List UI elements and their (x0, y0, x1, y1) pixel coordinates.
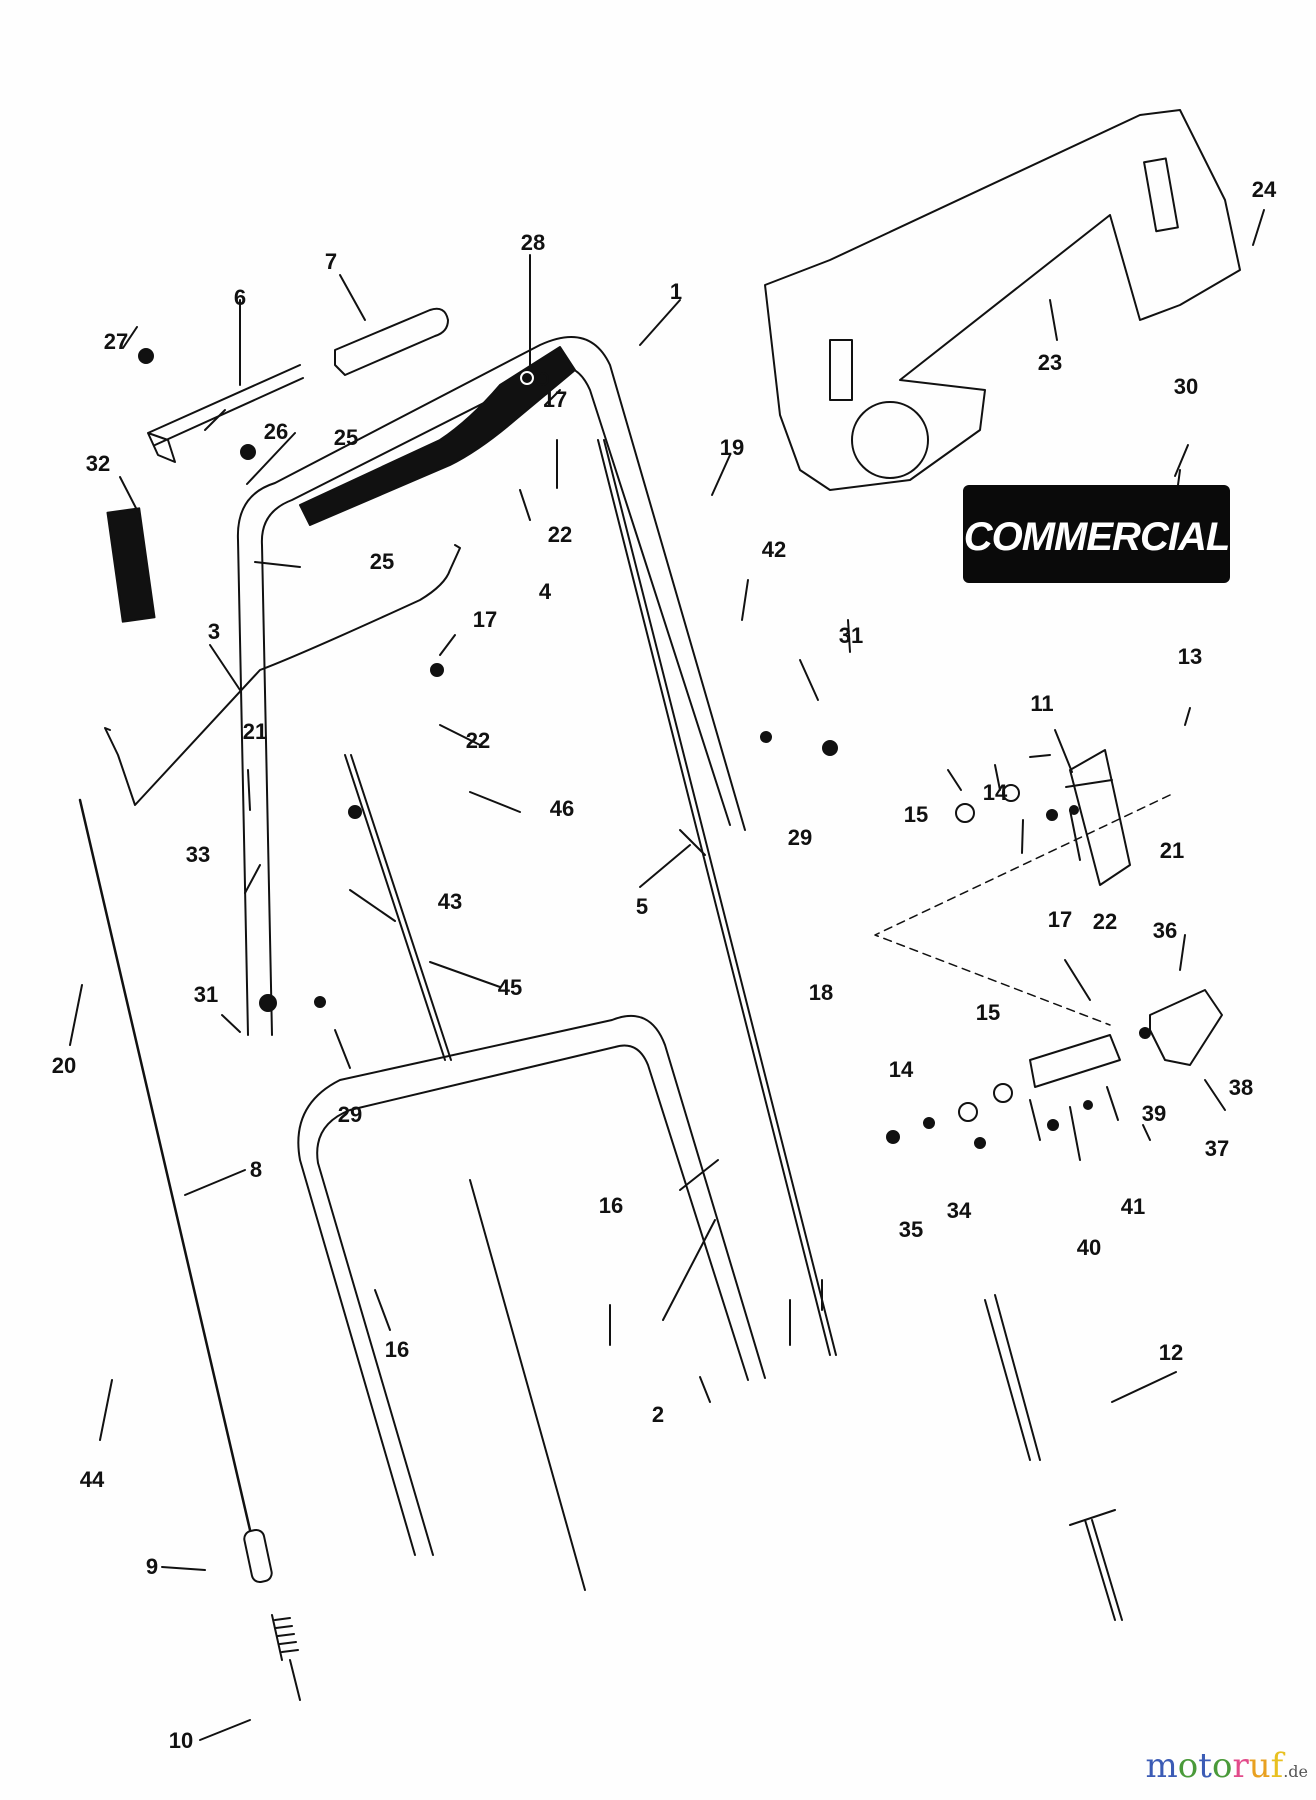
callout-label-43: 43 (437, 889, 463, 914)
rod-5b (603, 439, 837, 1356)
handle-grip (299, 346, 576, 526)
callout-label-27: 27 (103, 329, 129, 354)
callout-label-14: 14 (982, 780, 1008, 805)
decal-text: COMMERCIAL (963, 515, 1231, 559)
callout-label-22: 22 (465, 728, 491, 753)
callout-label-26: 26 (263, 419, 289, 444)
knob-37 (1149, 989, 1223, 1066)
cable-8 (78, 798, 252, 1532)
callout-label-28: 28 (520, 230, 546, 255)
callout-label-41: 41 (1120, 1194, 1146, 1219)
grip-pad-7 (334, 307, 449, 376)
small-hardware (138, 348, 1151, 1149)
lower-handle (297, 1015, 766, 1556)
callout-label-19: 19 (719, 435, 745, 460)
callout-label-20: 20 (51, 1053, 77, 1078)
callout-label-31: 31 (193, 982, 219, 1007)
callout-label-10: 10 (168, 1728, 194, 1753)
callout-label-40: 40 (1076, 1235, 1102, 1260)
callout-label-3: 3 (207, 619, 221, 644)
callout-label-33: 33 (185, 842, 211, 867)
callout-label-25: 25 (369, 549, 395, 574)
washers (955, 784, 1020, 1122)
rod-45 (344, 754, 446, 1061)
callout-label-44: 44 (79, 1467, 105, 1492)
cable-sleeve-9 (243, 1528, 273, 1584)
callout-label-34: 34 (946, 1198, 972, 1223)
callout-label-24: 24 (1251, 177, 1277, 202)
callout-label-39: 39 (1141, 1101, 1167, 1126)
callout-label-17: 17 (1047, 907, 1073, 932)
watermark-letter: o (1177, 1746, 1199, 1786)
rod-3 (104, 544, 461, 806)
callout-label-31: 31 (838, 623, 864, 648)
callout-label-4: 4 (538, 579, 552, 604)
watermark-letter: f (1270, 1746, 1284, 1786)
callout-label-17: 17 (472, 607, 498, 632)
assembly-guide (874, 794, 1171, 1026)
callout-label-17: 17 (542, 387, 568, 412)
grip-hole (520, 371, 534, 385)
callout-label-2: 2 (651, 1402, 665, 1427)
callout-label-46: 46 (549, 796, 575, 821)
callout-label-14: 14 (888, 1057, 914, 1082)
callout-label-30: 30 (1173, 374, 1199, 399)
callout-label-36: 36 (1152, 918, 1178, 943)
watermark-suffix: .de (1283, 1762, 1308, 1781)
callout-label-21: 21 (242, 719, 268, 744)
watermark-letter: o (1211, 1746, 1233, 1786)
rod-45b (350, 754, 452, 1061)
callout-label-29: 29 (337, 1102, 363, 1127)
callout-label-18: 18 (808, 980, 834, 1005)
callout-label-23: 23 (1037, 350, 1063, 375)
callout-label-6: 6 (233, 285, 247, 310)
callout-label-32: 32 (85, 451, 111, 476)
watermark-letter: t (1198, 1746, 1212, 1786)
lever-6 (147, 364, 304, 463)
callout-label-16: 16 (598, 1193, 624, 1218)
plate-36 (1029, 1034, 1121, 1088)
callout-label-16: 16 (384, 1337, 410, 1362)
callout-label-8: 8 (249, 1157, 263, 1182)
rod-5 (597, 439, 831, 1356)
callout-label-35: 35 (898, 1217, 924, 1242)
callout-label-5: 5 (635, 894, 649, 919)
callout-label-22: 22 (1092, 909, 1118, 934)
spring-10 (271, 1614, 301, 1701)
handle-panel (764, 109, 1241, 491)
callout-label-9: 9 (145, 1554, 159, 1579)
callout-label-7: 7 (324, 249, 338, 274)
leader-lines (69, 209, 1265, 1741)
rod-12 (1069, 1509, 1116, 1526)
rod-12-shaft (984, 1294, 1123, 1621)
callout-label-12: 12 (1158, 1340, 1184, 1365)
watermark-letter: u (1248, 1746, 1271, 1786)
watermark-letter: m (1145, 1746, 1178, 1786)
callout-label-38: 38 (1228, 1075, 1254, 1100)
callout-label-42: 42 (761, 537, 787, 562)
callout-label-25: 25 (333, 425, 359, 450)
callout-label-15: 15 (975, 1000, 1001, 1025)
callout-label-21: 21 (1159, 838, 1185, 863)
commercial-decal: COMMERCIAL (963, 485, 1230, 583)
decal-32 (106, 507, 156, 623)
callout-label-13: 13 (1177, 644, 1203, 669)
rod-center (469, 1179, 586, 1591)
callout-label-29: 29 (787, 825, 813, 850)
callout-label-22: 22 (547, 522, 573, 547)
upper-handle (236, 336, 746, 1036)
bracket-11 (1069, 749, 1131, 886)
callout-label-11: 11 (1030, 691, 1054, 716)
callout-label-15: 15 (903, 802, 929, 827)
callout-label-37: 37 (1204, 1136, 1230, 1161)
watermark-logo: motoruf.de (1146, 1746, 1308, 1786)
callout-label-45: 45 (497, 975, 523, 1000)
callout-label-1: 1 (669, 279, 683, 304)
watermark-letter: r (1232, 1746, 1249, 1786)
